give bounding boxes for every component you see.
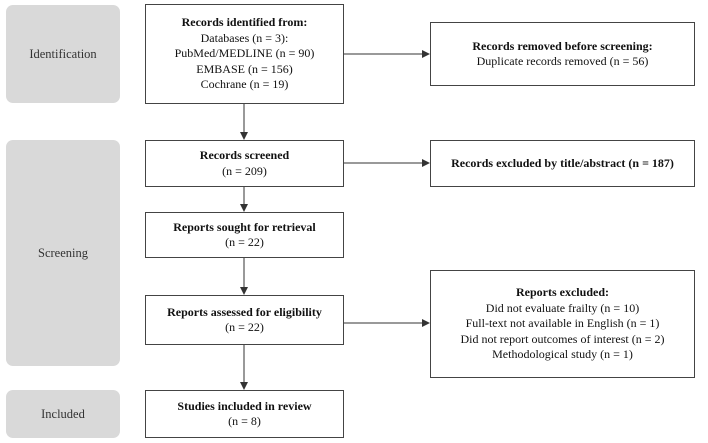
records-excluded-box: Records excluded by title/abstract (n = …: [430, 140, 695, 187]
phase-included: Included: [6, 390, 120, 438]
records-identified-line: Databases (n = 3):: [200, 30, 289, 45]
phase-screening-label: Screening: [38, 245, 88, 260]
records-screened-box: Records screened (n = 209): [145, 140, 344, 187]
reports-excluded-line: Methodological study (n = 1): [492, 347, 633, 362]
phase-identification-label: Identification: [29, 46, 97, 61]
records-screened-title: Records screened: [199, 148, 290, 162]
records-identified-line: EMBASE (n = 156): [196, 61, 293, 76]
reports-assessed-count: (n = 22): [225, 320, 264, 334]
reports-excluded-title: Reports excluded:: [516, 285, 609, 300]
records-removed-title: Records removed before screening:: [472, 38, 653, 53]
reports-excluded-line: Full-text not available in English (n = …: [465, 316, 660, 331]
studies-included-title: Studies included in review: [177, 398, 312, 413]
phase-included-label: Included: [41, 406, 85, 421]
reports-sought-count: (n = 22): [225, 235, 264, 249]
reports-sought-title: Reports sought for retrieval: [173, 219, 316, 234]
reports-sought-box: Reports sought for retrieval (n = 22): [145, 212, 344, 258]
records-identified-box: Records identified from: Databases (n = …: [145, 4, 344, 104]
records-identified-title: Records identified from:: [181, 15, 308, 30]
reports-excluded-box: Reports excluded: Did not evaluate frail…: [430, 270, 695, 378]
reports-excluded-line: Did not report outcomes of interest (n =…: [460, 331, 665, 346]
phase-screening: Screening: [6, 140, 120, 366]
reports-assessed-box: Reports assessed for eligibility (n = 22…: [145, 295, 344, 345]
reports-excluded-line: Did not evaluate frailty (n = 10): [485, 300, 640, 315]
records-identified-line: Cochrane (n = 19): [200, 77, 289, 92]
reports-assessed-title: Reports assessed for eligibility: [167, 304, 322, 319]
studies-included-box: Studies included in review (n = 8): [145, 390, 344, 438]
phase-identification: Identification: [6, 5, 120, 103]
records-excluded-title: Records excluded by title/abstract (n = …: [451, 155, 674, 170]
records-identified-line: PubMed/MEDLINE (n = 90): [174, 46, 315, 61]
records-screened-count: (n = 209): [222, 163, 267, 178]
records-removed-box: Records removed before screening: Duplic…: [430, 22, 695, 86]
studies-included-count: (n = 8): [228, 414, 261, 428]
records-removed-line: Duplicate records removed (n = 56): [476, 54, 649, 68]
